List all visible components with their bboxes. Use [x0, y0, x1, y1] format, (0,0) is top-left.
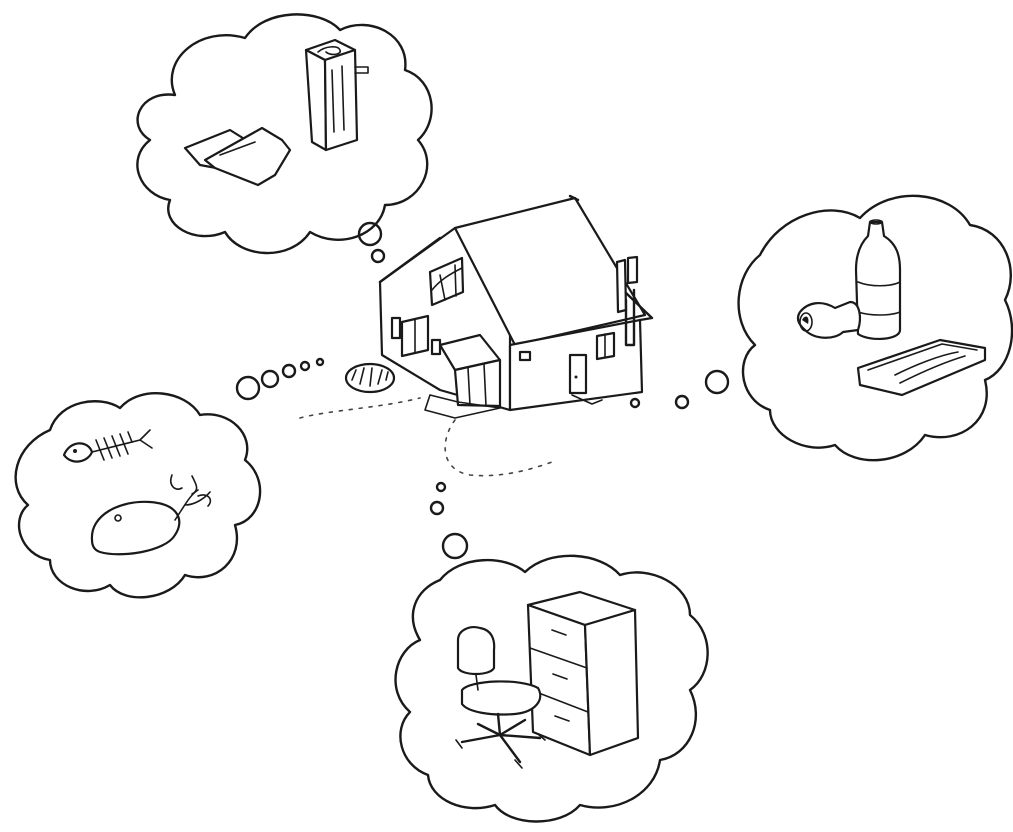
paper-sheets-icon: [185, 128, 290, 185]
house-illustration: [380, 196, 652, 418]
filing-cabinet-icon: [528, 592, 638, 755]
thought-cloud-recyclables: [739, 196, 1012, 460]
potato-icon: [92, 475, 210, 554]
plastic-bottle-icon: [856, 220, 900, 339]
thought-bubbles-left: [237, 359, 323, 399]
thought-bubbles-bottom: [431, 483, 467, 558]
food-tray-icon: [858, 340, 985, 395]
thought-cloud-food-waste: [16, 393, 260, 597]
thought-cloud-paper-wood: [137, 14, 431, 253]
bush-icon: [346, 364, 394, 392]
thought-bubbles-right: [631, 371, 728, 408]
thought-cloud-furniture: [396, 556, 708, 822]
crushed-can-icon: [798, 302, 860, 338]
fish-bone-icon: [64, 430, 152, 462]
wood-block-icon: [306, 40, 368, 150]
